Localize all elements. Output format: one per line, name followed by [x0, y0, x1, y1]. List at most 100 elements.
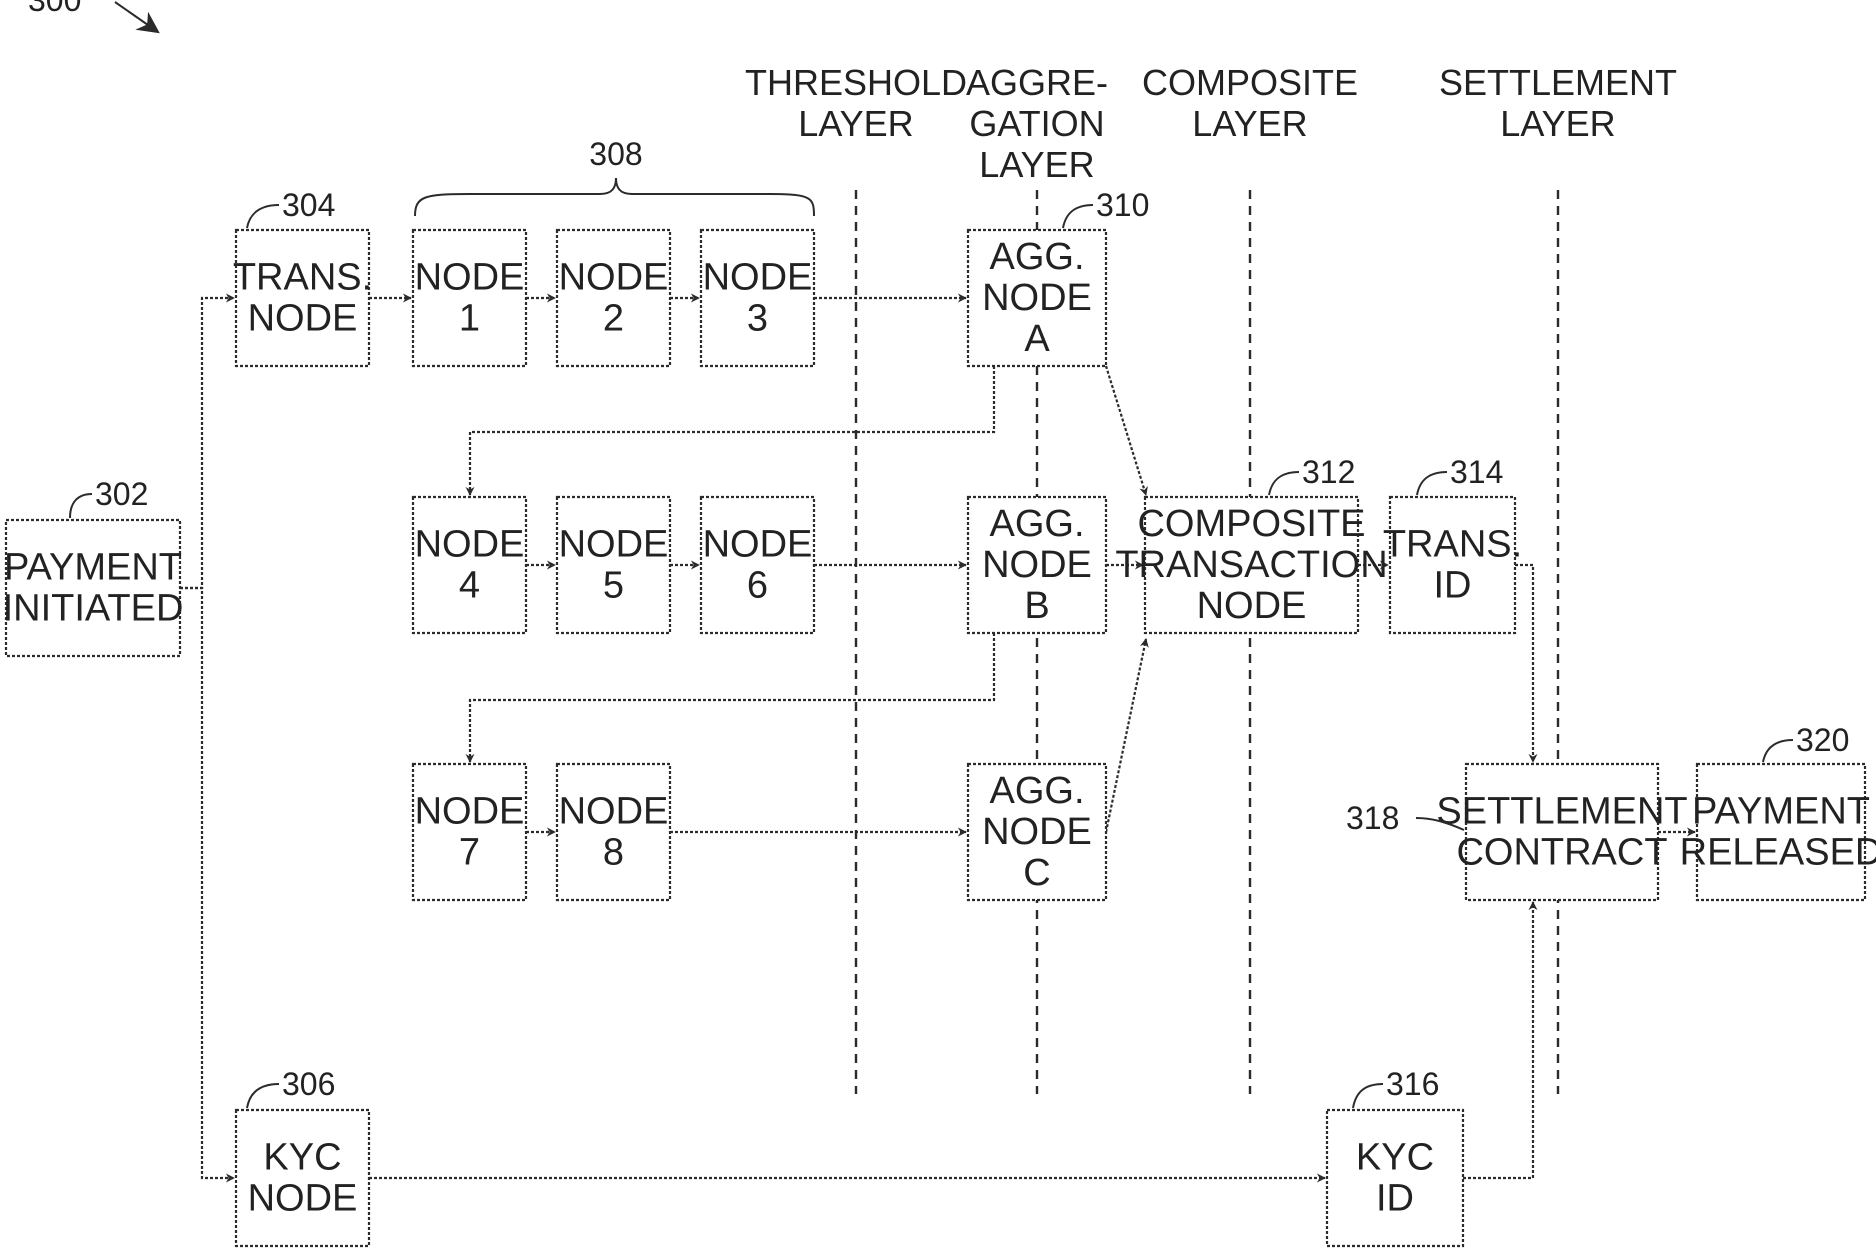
- node-label-line: 4: [459, 565, 480, 607]
- node-label-line: NODE: [982, 277, 1092, 319]
- node-label-line: NODE: [415, 524, 525, 566]
- ref-leader: [70, 494, 92, 518]
- ref-numeral-payment-released: 320: [1796, 722, 1849, 758]
- node-label-line: CONTRACT: [1456, 832, 1667, 874]
- edge-agg-node-b-to-node-7: [470, 633, 994, 762]
- ref-leader: [1417, 472, 1447, 495]
- ref-numeral-kyc-id: 316: [1386, 1066, 1439, 1102]
- node-label-line: 6: [747, 565, 768, 607]
- edge-agg-node-a-to-node-4: [470, 366, 994, 495]
- node-label-line: AGG.: [989, 770, 1084, 812]
- edge-payment-initiated-to-kyc-node: [180, 588, 234, 1178]
- ref-leader: [1353, 1084, 1383, 1108]
- ref-numeral-kyc-node: 306: [282, 1066, 335, 1102]
- layer-lines: [856, 190, 1558, 1094]
- layer-header-line: LAYER: [1500, 103, 1615, 144]
- bracket-308: [415, 178, 814, 216]
- layer-header-threshold: THRESHOLDLAYER: [745, 62, 967, 144]
- node-label: PAYMENTRELEASED: [1680, 791, 1876, 874]
- node-agg-node-b: AGG.NODEB: [968, 497, 1106, 633]
- node-label-line: NODE: [1197, 585, 1307, 627]
- layer-headers: THRESHOLDLAYERAGGRE-GATIONLAYERCOMPOSITE…: [745, 62, 1677, 185]
- node-label: KYCNODE: [248, 1137, 358, 1220]
- node-group-bracket: 308: [415, 136, 814, 216]
- node-label-line: 1: [459, 298, 480, 340]
- node-label-line: NODE: [982, 544, 1092, 586]
- edge-agg-node-a-to-composite-node: [1106, 366, 1146, 495]
- ref-leader: [1269, 472, 1299, 495]
- ref-numeral-payment-initiated: 302: [95, 476, 148, 512]
- node-label-line: A: [1024, 318, 1050, 360]
- node-label-line: AGG.: [989, 236, 1084, 278]
- node-kyc-id: KYCID: [1327, 1110, 1463, 1246]
- node-payment-released: PAYMENTRELEASED: [1680, 764, 1876, 900]
- edge-agg-node-c-to-composite-node: [1106, 639, 1146, 832]
- layer-header-line: COMPOSITE: [1142, 62, 1358, 103]
- node-label-line: 7: [459, 832, 480, 874]
- ref-leader: [247, 1084, 279, 1108]
- layer-header-aggregation: AGGRE-GATIONLAYER: [966, 62, 1108, 185]
- node-label-line: C: [1023, 852, 1050, 894]
- node-label: SETTLEMENTCONTRACT: [1436, 791, 1687, 874]
- node-label-line: 5: [603, 565, 624, 607]
- node-label-line: TRANS.: [233, 257, 372, 299]
- node-label-line: NODE: [703, 257, 813, 299]
- edge-kyc-id-to-settlement-contract: [1463, 902, 1533, 1178]
- node-label-line: ID: [1376, 1178, 1414, 1220]
- node-label-line: 8: [603, 832, 624, 874]
- ref-numeral-agg-node-a: 310: [1096, 187, 1149, 223]
- node-node-2: NODE2: [557, 230, 670, 366]
- layer-header-line: THRESHOLD: [745, 62, 967, 103]
- node-label-line: PAYMENT: [4, 547, 182, 589]
- layer-header-line: AGGRE-: [966, 62, 1108, 103]
- node-label-line: B: [1024, 585, 1049, 627]
- node-kyc-node: KYCNODE: [236, 1110, 369, 1246]
- node-label-line: RELEASED: [1680, 832, 1876, 874]
- node-trans-node: TRANS.NODE: [233, 230, 372, 366]
- figure-ref-arrow: [115, 2, 158, 32]
- node-label-line: 3: [747, 298, 768, 340]
- figure-ref: 300: [28, 0, 81, 18]
- node-trans-id: TRANS.ID: [1383, 497, 1522, 633]
- node-label-line: SETTLEMENT: [1436, 791, 1687, 833]
- node-label-line: COMPOSITE: [1137, 503, 1365, 545]
- node-node-1: NODE1: [413, 230, 526, 366]
- node-label-line: ID: [1434, 565, 1472, 607]
- ref-leader: [247, 205, 279, 228]
- node-settlement-contract: SETTLEMENTCONTRACT: [1436, 764, 1687, 900]
- node-agg-node-a: AGG.NODEA: [968, 230, 1106, 366]
- node-payment-initiated: PAYMENTINITIATED: [3, 520, 184, 656]
- node-label: PAYMENTINITIATED: [3, 547, 184, 630]
- ref-numeral-settlement-contract: 318: [1346, 800, 1399, 836]
- layer-header-line: LAYER: [1192, 103, 1307, 144]
- node-label-line: NODE: [415, 257, 525, 299]
- ref-numeral-trans-id: 314: [1450, 454, 1503, 490]
- bracket-label: 308: [589, 136, 642, 172]
- node-label-line: NODE: [559, 257, 669, 299]
- edge-trans-id-to-settlement-contract: [1515, 565, 1533, 762]
- node-label-line: AGG.: [989, 503, 1084, 545]
- layer-header-line: LAYER: [798, 103, 913, 144]
- layer-header-line: GATION: [969, 103, 1104, 144]
- node-label-line: NODE: [248, 298, 358, 340]
- node-label: TRANS.NODE: [233, 257, 372, 340]
- node-label-line: PAYMENT: [1692, 791, 1870, 833]
- layer-header-line: SETTLEMENT: [1439, 62, 1677, 103]
- node-label-line: NODE: [703, 524, 813, 566]
- node-node-7: NODE7: [413, 764, 526, 900]
- node-label-line: NODE: [559, 524, 669, 566]
- ref-leader: [1063, 205, 1093, 228]
- node-label-line: TRANS.: [1383, 524, 1522, 566]
- node-agg-node-c: AGG.NODEC: [968, 764, 1106, 900]
- layer-header-settlement: SETTLEMENTLAYER: [1439, 62, 1677, 144]
- node-node-5: NODE5: [557, 497, 670, 633]
- node-label-line: KYC: [1356, 1137, 1434, 1179]
- layer-header-composite: COMPOSITELAYER: [1142, 62, 1358, 144]
- node-label-line: KYC: [263, 1137, 341, 1179]
- node-node-6: NODE6: [701, 497, 814, 633]
- edge-payment-initiated-to-trans-node: [180, 298, 234, 588]
- node-node-4: NODE4: [413, 497, 526, 633]
- node-composite-node: COMPOSITETRANSACTIONNODE: [1115, 497, 1387, 633]
- ref-numeral-trans-node: 304: [282, 187, 335, 223]
